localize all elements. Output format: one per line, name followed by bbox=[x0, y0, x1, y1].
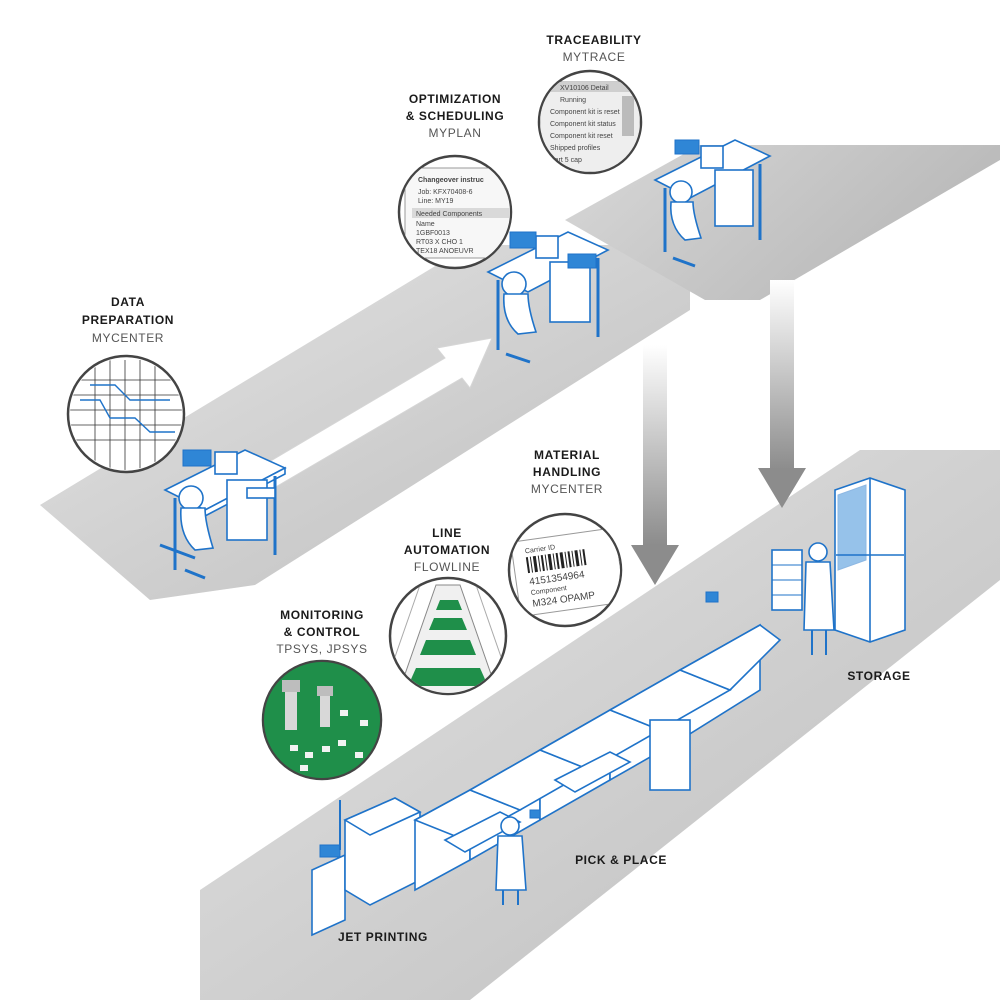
svg-text:MYCENTER: MYCENTER bbox=[92, 331, 164, 345]
svg-text:MYTRACE: MYTRACE bbox=[563, 50, 626, 64]
plan-table-header: Needed Components bbox=[416, 211, 483, 218]
svg-text:PREPARATION: PREPARATION bbox=[82, 313, 174, 327]
label-pick-place: PICK & PLACE bbox=[575, 853, 667, 867]
svg-text:MATERIAL: MATERIAL bbox=[534, 448, 600, 462]
svg-text:& CONTROL: & CONTROL bbox=[284, 625, 361, 639]
plan-row-2: RT03 X CHO 1 bbox=[416, 239, 463, 246]
label-caption: Component bbox=[530, 585, 567, 597]
inset-optimization: Changeover instruc Job: KFX70408-6 Line:… bbox=[397, 154, 513, 270]
barcode-graphic bbox=[525, 549, 587, 574]
storage-tower bbox=[771, 477, 906, 655]
svg-text:HANDLING: HANDLING bbox=[533, 465, 601, 479]
label-traceability: TRACEABILITY MYTRACE bbox=[546, 33, 641, 64]
flow-arrow-down-right bbox=[758, 280, 806, 508]
inset-monitoring bbox=[261, 659, 383, 781]
flow-arrow-down-left bbox=[631, 345, 679, 585]
inset-line-automation bbox=[388, 576, 508, 696]
plan-line-1: Job: KFX70408-6 bbox=[418, 189, 473, 196]
label-jet-printing: JET PRINTING bbox=[338, 930, 428, 944]
svg-text:& SCHEDULING: & SCHEDULING bbox=[406, 109, 505, 123]
plan-row-3: TEX18 ANOEUVR bbox=[416, 248, 474, 255]
svg-text:AUTOMATION: AUTOMATION bbox=[404, 543, 490, 557]
svg-text:OPTIMIZATION: OPTIMIZATION bbox=[409, 92, 501, 106]
workstation-traceability bbox=[653, 139, 772, 268]
trace-row-4: Shipped profiles bbox=[550, 145, 601, 152]
label-top: Carrier ID bbox=[525, 544, 556, 555]
label-data-preparation: DATA PREPARATION MYCENTER bbox=[82, 295, 174, 345]
inset-material-handling: Carrier ID 4151354964 Component M324 OPA… bbox=[507, 512, 626, 628]
plan-heading: Changeover instruc bbox=[418, 177, 484, 184]
plan-row-0: Name bbox=[416, 221, 435, 228]
inset-traceability: XV10106 Detail Running Component kit is … bbox=[537, 69, 643, 175]
workstation-data-prep bbox=[159, 449, 287, 580]
trace-row-3: Component kit reset bbox=[550, 133, 613, 140]
label-optimization: OPTIMIZATION & SCHEDULING MYPLAN bbox=[406, 92, 505, 140]
trace-title: XV10106 Detail bbox=[560, 85, 609, 92]
svg-text:TRACEABILITY: TRACEABILITY bbox=[546, 33, 641, 47]
svg-text:FLOWLINE: FLOWLINE bbox=[414, 560, 480, 574]
svg-text:MYPLAN: MYPLAN bbox=[429, 126, 482, 140]
trace-row-2: Component kit status bbox=[550, 121, 616, 128]
svg-text:MONITORING: MONITORING bbox=[280, 608, 364, 622]
svg-text:TPSYS, JPSYS: TPSYS, JPSYS bbox=[276, 642, 367, 656]
label-storage: STORAGE bbox=[847, 669, 910, 683]
workstation-optimization bbox=[486, 231, 610, 364]
trace-row-5: Part 5 cap bbox=[550, 157, 582, 164]
production-line bbox=[311, 591, 782, 937]
flow-arrow-right bbox=[229, 337, 493, 506]
inset-data-preparation bbox=[66, 354, 186, 474]
trace-row-0: Running bbox=[560, 97, 586, 104]
label-monitoring: MONITORING & CONTROL TPSYS, JPSYS bbox=[276, 608, 367, 656]
plan-line-2: Line: MY19 bbox=[418, 198, 454, 205]
svg-text:LINE: LINE bbox=[432, 526, 462, 540]
svg-text:MYCENTER: MYCENTER bbox=[531, 482, 603, 496]
label-line-automation: LINE AUTOMATION FLOWLINE bbox=[404, 526, 490, 574]
trace-row-1: Component kit is reset bbox=[550, 109, 620, 116]
label-material-handling: MATERIAL HANDLING MYCENTER bbox=[531, 448, 603, 496]
plan-row-1: 1GBF0013 bbox=[416, 230, 450, 237]
svg-text:DATA: DATA bbox=[111, 295, 145, 309]
